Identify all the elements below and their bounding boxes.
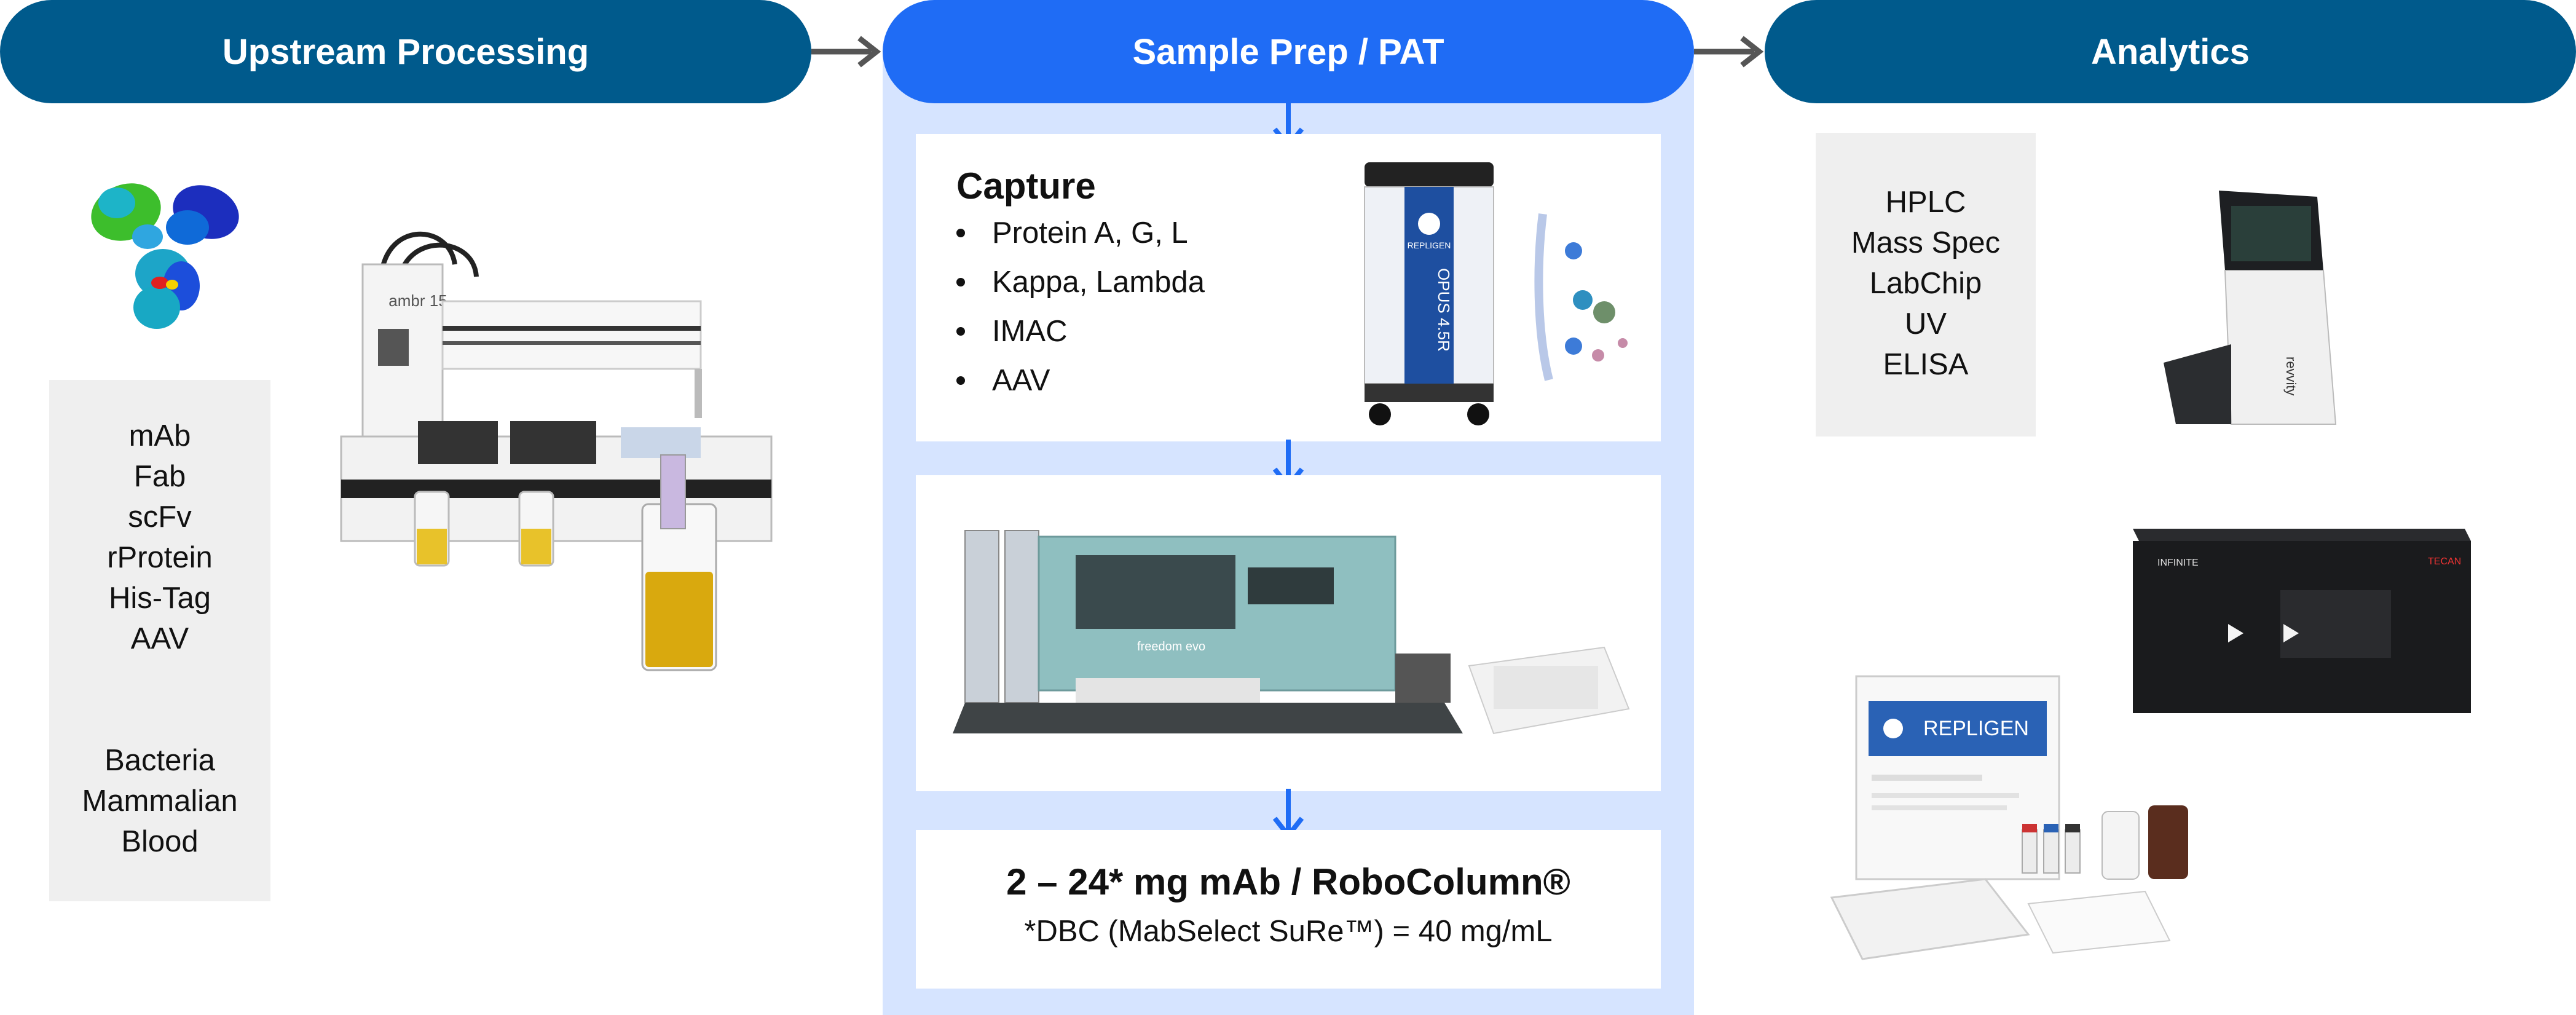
ambr-label: ambr 15 bbox=[388, 291, 447, 310]
opus-column-image: REPLIGEN OPUS 4.5R bbox=[1364, 162, 1494, 425]
source-item: Bacteria bbox=[104, 744, 215, 777]
kit-brand: REPLIGEN bbox=[1923, 717, 2029, 740]
analytics-method: UV bbox=[1904, 307, 1947, 341]
header-analytics-label: Analytics bbox=[2091, 31, 2250, 72]
arrow-sampleprep-to-analytics bbox=[1694, 36, 1764, 68]
molecule-item: His-Tag bbox=[108, 582, 211, 615]
header-upstream: Upstream Processing bbox=[0, 0, 811, 103]
capture-item: Kappa, Lambda bbox=[956, 258, 1205, 307]
header-sample-prep-label: Sample Prep / PAT bbox=[1132, 31, 1444, 72]
column-label: OPUS 4.5R bbox=[1435, 268, 1453, 352]
capture-item: IMAC bbox=[956, 307, 1205, 356]
plate-reader-image: INFINITE TECAN bbox=[2133, 529, 2471, 713]
header-upstream-label: Upstream Processing bbox=[222, 31, 589, 72]
molecule-item: Fab bbox=[133, 460, 186, 493]
labchip-brand: revvity bbox=[2283, 357, 2299, 396]
result-panel: 2 – 24* mg mAb / RoboColumn® *DBC (MabSe… bbox=[916, 830, 1661, 989]
molecule-item: rProtein bbox=[107, 541, 213, 574]
ambr15-bioreactor-image: ambr 15 bbox=[340, 231, 773, 671]
robot-label: freedom evo bbox=[1137, 640, 1205, 654]
analytics-method: Mass Spec bbox=[1851, 226, 2001, 259]
upstream-types-box: mAb Fab scFv rProtein His-Tag AAV Bacter… bbox=[49, 380, 270, 901]
result-note: *DBC (MabSelect SuRe™) = 40 mg/mL bbox=[1024, 915, 1553, 948]
source-item: Mammalian bbox=[82, 784, 238, 818]
reader-brand: TECAN bbox=[2428, 556, 2461, 567]
analytics-method: HPLC bbox=[1885, 186, 1966, 219]
robot-panel: freedom evo bbox=[916, 475, 1661, 791]
reader-label: INFINITE bbox=[2157, 558, 2199, 568]
capture-title: Capture bbox=[956, 165, 1096, 207]
capture-item: AAV bbox=[956, 356, 1205, 405]
labchip-instrument-image: revvity bbox=[2164, 191, 2337, 425]
elisa-kit-image: REPLIGEN bbox=[1830, 675, 2188, 960]
capture-item: Protein A, G, L bbox=[956, 208, 1205, 258]
liquid-handler-image: freedom evo bbox=[953, 530, 1630, 735]
arrow-upstream-to-sampleprep bbox=[811, 36, 881, 68]
header-sample-prep: Sample Prep / PAT bbox=[883, 0, 1694, 103]
molecule-item: scFv bbox=[128, 500, 192, 534]
analytics-methods-box: HPLC Mass Spec LabChip UV ELISA bbox=[1816, 133, 2036, 436]
resin-bead-icon bbox=[1534, 213, 1628, 381]
analytics-method: LabChip bbox=[1869, 267, 1982, 300]
header-analytics: Analytics bbox=[1765, 0, 2576, 103]
antibody-structure-icon bbox=[91, 183, 239, 329]
result-title: 2 – 24* mg mAb / RoboColumn® bbox=[1006, 861, 1570, 902]
capture-panel: Capture Protein A, G, L Kappa, Lambda IM… bbox=[916, 134, 1661, 441]
analytics-method: ELISA bbox=[1883, 348, 1969, 381]
source-item: Blood bbox=[121, 825, 199, 858]
column-brand: REPLIGEN bbox=[1408, 240, 1451, 250]
molecule-item: AAV bbox=[130, 622, 189, 655]
molecule-item: mAb bbox=[128, 419, 191, 452]
